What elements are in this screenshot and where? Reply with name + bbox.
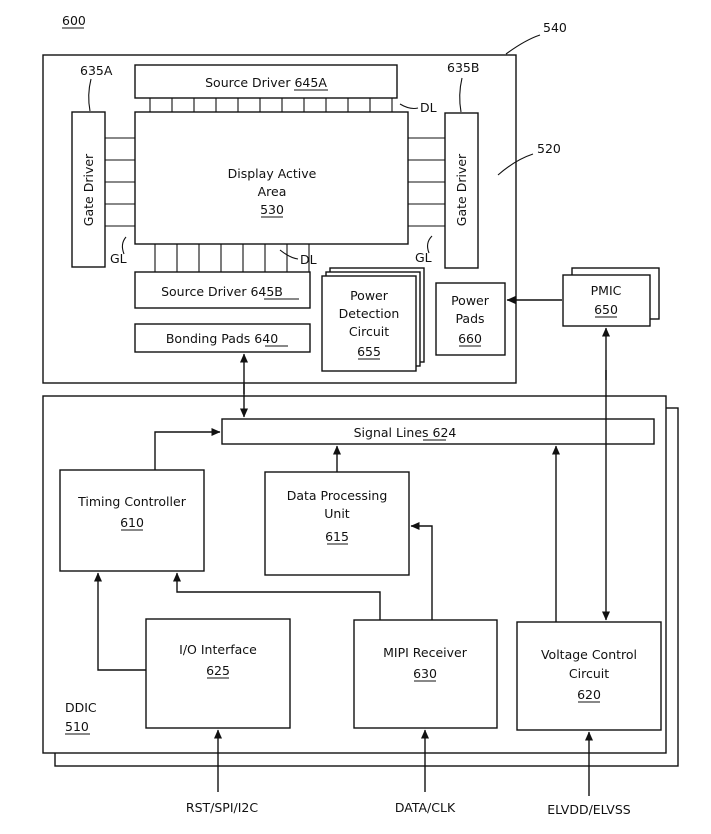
- ddic-title: DDIC: [65, 700, 97, 715]
- power-detection-line1: Power: [350, 288, 389, 303]
- power-detection-ref: 655: [357, 344, 381, 359]
- power-pads-ref: 660: [458, 331, 482, 346]
- mipi-receiver: [353, 619, 498, 729]
- vcc-ref: 620: [577, 687, 601, 702]
- timing-controller-ref: 610: [120, 515, 144, 530]
- active-area-ref: 530: [260, 202, 284, 217]
- source-driver-b: [134, 271, 311, 309]
- timing-controller-title: Timing Controller: [77, 494, 187, 509]
- pmic-title: PMIC: [591, 283, 622, 298]
- power-pads-line2: Pads: [455, 311, 484, 326]
- dpu-line1: Data Processing: [287, 488, 388, 503]
- dpu-ref: 615: [325, 529, 349, 544]
- power-pads-line1: Power: [451, 293, 490, 308]
- gate-driver-right: [444, 112, 479, 269]
- active-area-line1: Display Active: [228, 166, 317, 181]
- gl-label-right: GL: [415, 250, 432, 265]
- active-area-line2: Area: [258, 184, 287, 199]
- dpu-line2: Unit: [324, 506, 350, 521]
- gate-driver-right-label: Gate Driver: [454, 153, 469, 226]
- bonding-pads: [134, 323, 311, 353]
- gate-driver-left: [71, 111, 106, 268]
- power-detection-line3: Circuit: [349, 324, 389, 339]
- data-lines-bottom: [154, 244, 310, 272]
- input-mipi-label: DATA/CLK: [395, 800, 456, 815]
- gate-left-ref: 635A: [80, 63, 113, 78]
- display-active-area: [134, 111, 409, 245]
- gate-driver-left-label: Gate Driver: [81, 153, 96, 226]
- bonding-pads-label: Bonding Pads 640: [166, 331, 278, 346]
- source-driver-b-label: Source Driver 645B: [161, 284, 283, 299]
- gate-right-ref: 635B: [447, 60, 479, 75]
- power-pads: [435, 282, 506, 356]
- pmic-ref: 650: [594, 302, 618, 317]
- io-interface-title: I/O Interface: [179, 642, 257, 657]
- io-interface: [145, 618, 291, 729]
- gl-label-left: GL: [110, 251, 127, 266]
- source-driver-a: [134, 64, 398, 99]
- input-io-label: RST/SPI/I2C: [186, 800, 258, 815]
- gate-lines-right: [408, 137, 445, 227]
- vcc-line2: Circuit: [569, 666, 609, 681]
- display-ref: 520: [537, 141, 561, 156]
- voltage-control-circuit: [516, 621, 662, 731]
- timing-controller: [59, 469, 205, 572]
- data-processing-unit: [264, 471, 410, 576]
- dl-label-bottom: DL: [300, 252, 317, 267]
- io-interface-ref: 625: [206, 663, 230, 678]
- vcc-line1: Voltage Control: [541, 647, 637, 662]
- source-driver-a-label: Source Driver 645A: [205, 75, 327, 90]
- mipi-receiver-ref: 630: [413, 666, 437, 681]
- power-detection-circuit: [321, 275, 417, 372]
- gate-lines-left: [105, 137, 135, 227]
- dl-label-top: DL: [420, 100, 437, 115]
- ddic-ref: 510: [65, 719, 89, 734]
- figure-ref: 600: [62, 13, 86, 28]
- panel-ref: 540: [543, 20, 567, 35]
- data-lines-top: [149, 98, 393, 112]
- signal-lines-label: Signal Lines 624: [354, 425, 457, 440]
- power-detection-line2: Detection: [339, 306, 400, 321]
- input-vcc-label: ELVDD/ELVSS: [547, 802, 630, 817]
- mipi-receiver-title: MIPI Receiver: [383, 645, 468, 660]
